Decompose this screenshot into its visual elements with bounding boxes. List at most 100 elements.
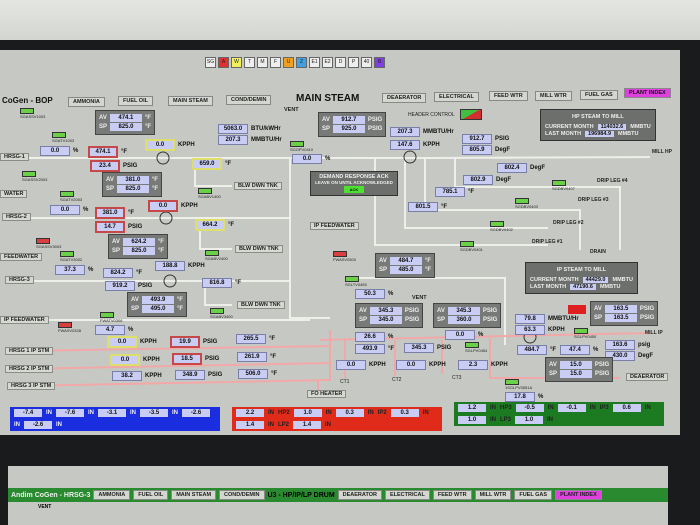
toolbar-button[interactable]: M	[257, 57, 268, 68]
pipe-endpoint-tag[interactable]: IP FEEDWATER	[0, 316, 49, 324]
toolbar-button[interactable]: E2	[322, 57, 333, 68]
m2-nav-mill-wtr[interactable]: MILL WTR	[474, 490, 512, 500]
pipe-endpoint-tag[interactable]: HRSG 3 IP STM	[7, 382, 56, 390]
valve-icon[interactable]	[345, 276, 359, 282]
valve[interactable]: SGDBV0407	[552, 180, 575, 191]
nav-fuel-gas[interactable]: FUEL GAS	[580, 90, 618, 100]
valve-icon[interactable]	[58, 322, 72, 328]
pipe-endpoint-tag[interactable]: DEAERATOR	[626, 373, 669, 381]
valve[interactable]: SGABV2400	[205, 250, 228, 261]
valve-icon[interactable]	[490, 221, 504, 227]
m2-nav-fuel-gas[interactable]: FUEL GAS	[514, 490, 553, 500]
valve-icon[interactable]	[333, 251, 347, 257]
valve[interactable]: SGASSV1003	[20, 108, 45, 119]
nav-electrical[interactable]: ELECTRICAL	[434, 92, 479, 102]
pipe-endpoint-tag[interactable]: HRSG 2 IP STM	[5, 365, 54, 373]
valve[interactable]: FWATV0306	[100, 312, 122, 323]
pipe-endpoint-tag[interactable]: BLW DWN TNK	[235, 245, 283, 253]
valve[interactable]: SGASSV2003	[22, 171, 47, 182]
pipe-endpoint-tag[interactable]: HRSG-1	[0, 153, 29, 161]
readout-unit: °F	[270, 354, 277, 360]
valve[interactable]: SGOPV0410	[290, 141, 313, 152]
m2-nav-electrical[interactable]: ELECTRICAL	[384, 490, 430, 500]
pipe-endpoint-tag[interactable]: FEEDWATER	[0, 253, 43, 261]
valve-icon[interactable]	[52, 132, 66, 138]
valve-icon[interactable]	[60, 251, 74, 257]
valve[interactable]: SGASSV3003	[36, 238, 61, 249]
valve-icon[interactable]	[515, 198, 529, 204]
m2-nav-fuel-oil[interactable]: FUEL OIL	[133, 490, 169, 500]
toolbar-button[interactable]: W	[231, 57, 242, 68]
m2-nav-plant-index[interactable]: PLANT INDEX	[555, 490, 602, 500]
valve[interactable]: SGDBV0402	[490, 221, 513, 232]
m2-nav-main-steam[interactable]: MAIN STEAM	[171, 490, 217, 500]
valve[interactable]: FWASV0300	[333, 251, 356, 262]
toolbar-button[interactable]: D	[335, 57, 346, 68]
drip-leg-1-label: DRIP LEG #1	[532, 239, 563, 245]
pipe-endpoint-tag[interactable]: BLW DWN TNK	[234, 182, 282, 190]
toolbar-button[interactable]: A	[218, 57, 229, 68]
toolbar-button[interactable]: T	[244, 57, 255, 68]
valve[interactable]: SGABV1400	[198, 188, 221, 199]
nav-deaerator[interactable]: DEAERATOR	[382, 93, 427, 103]
toolbar-button[interactable]: Z	[296, 57, 307, 68]
valve-icon[interactable]	[36, 238, 50, 244]
header-control-button[interactable]	[460, 109, 482, 120]
nav-mill-wtr[interactable]: MILL WTR	[535, 91, 572, 101]
demand-ack-button[interactable]: ACK	[343, 186, 365, 193]
toolbar-button[interactable]: F	[270, 57, 281, 68]
m2-nav-ammonia[interactable]: AMMONIA	[93, 490, 131, 500]
valve[interactable]: SGLPV0454	[465, 342, 487, 353]
valve-icon[interactable]	[20, 108, 34, 114]
valve-icon[interactable]	[290, 141, 304, 147]
valve[interactable]: SGATV3002	[60, 251, 82, 262]
nav-cond-demin[interactable]: COND/DEMIN	[226, 95, 272, 105]
toolbar-button[interactable]: SG	[205, 57, 216, 68]
valve-icon[interactable]	[60, 191, 74, 197]
pipe-endpoint-tag[interactable]: BLW DWN TNK	[237, 301, 285, 309]
nav-fuel-oil[interactable]: FUEL OIL	[118, 96, 153, 106]
valve-icon[interactable]	[574, 328, 588, 334]
valve-icon[interactable]	[460, 241, 474, 247]
valve-icon[interactable]	[465, 342, 479, 348]
m2-nav-feed-wtr[interactable]: FEED WTR	[432, 490, 472, 500]
valve[interactable]: SGDBV0403	[515, 198, 538, 209]
toolbar-button[interactable]: B	[374, 57, 385, 68]
m2-nav-deaerator[interactable]: DEAERATOR	[337, 490, 382, 500]
pipe-endpoint-tag[interactable]: WATER	[0, 190, 28, 198]
readout-value: 0.0	[292, 154, 322, 164]
valve[interactable]: SGABV3400	[210, 308, 233, 319]
toolbar-button[interactable]: 40	[361, 57, 372, 68]
unit: MMBTU	[630, 124, 651, 130]
valve-icon[interactable]	[198, 188, 212, 194]
pipe-endpoint-tag[interactable]: IP FEEDWATER	[310, 222, 359, 230]
readout: 493.9°F	[355, 344, 394, 354]
toolbar-button[interactable]: P	[348, 57, 359, 68]
valve[interactable]: FWASV0328	[58, 322, 81, 333]
valve-icon[interactable]	[100, 312, 114, 318]
valve-icon[interactable]	[505, 379, 519, 385]
valve-icon[interactable]	[210, 308, 224, 314]
valve-icon[interactable]	[22, 171, 36, 177]
valve-icon[interactable]	[205, 250, 219, 256]
pipe-endpoint-tag[interactable]: HRSG-3	[5, 276, 34, 284]
pipe-endpoint-tag[interactable]: FO HEATER	[307, 390, 347, 398]
toolbar-button[interactable]: E1	[309, 57, 320, 68]
valve[interactable]: SGATV2003	[60, 191, 82, 202]
pipe-endpoint-tag[interactable]: HRSG-2	[2, 213, 31, 221]
nav-main-steam[interactable]: MAIN STEAM	[168, 96, 213, 106]
valve[interactable]: SGLTV0455	[345, 276, 367, 287]
valve[interactable]: 1SGLPV0551A	[505, 379, 532, 390]
valve[interactable]: SGATV1003	[52, 132, 74, 143]
nav-ammonia[interactable]: AMMONIA	[68, 97, 105, 107]
nav-feed-wtr[interactable]: FEED WTR	[489, 91, 528, 101]
nav-plant-index[interactable]: PLANT INDEX	[624, 88, 671, 98]
valve[interactable]: SGLPV0450	[574, 328, 596, 339]
toolbar-button[interactable]: U	[283, 57, 294, 68]
valve-icon[interactable]	[552, 180, 566, 186]
pipe-endpoint-tag[interactable]: HRSG 1 IP STM	[5, 347, 54, 355]
valve[interactable]: SGDBV0401	[460, 241, 483, 252]
m2-nav-cond-demin[interactable]: COND/DEMIN	[219, 490, 265, 500]
draft-value: 1.4	[236, 421, 264, 429]
